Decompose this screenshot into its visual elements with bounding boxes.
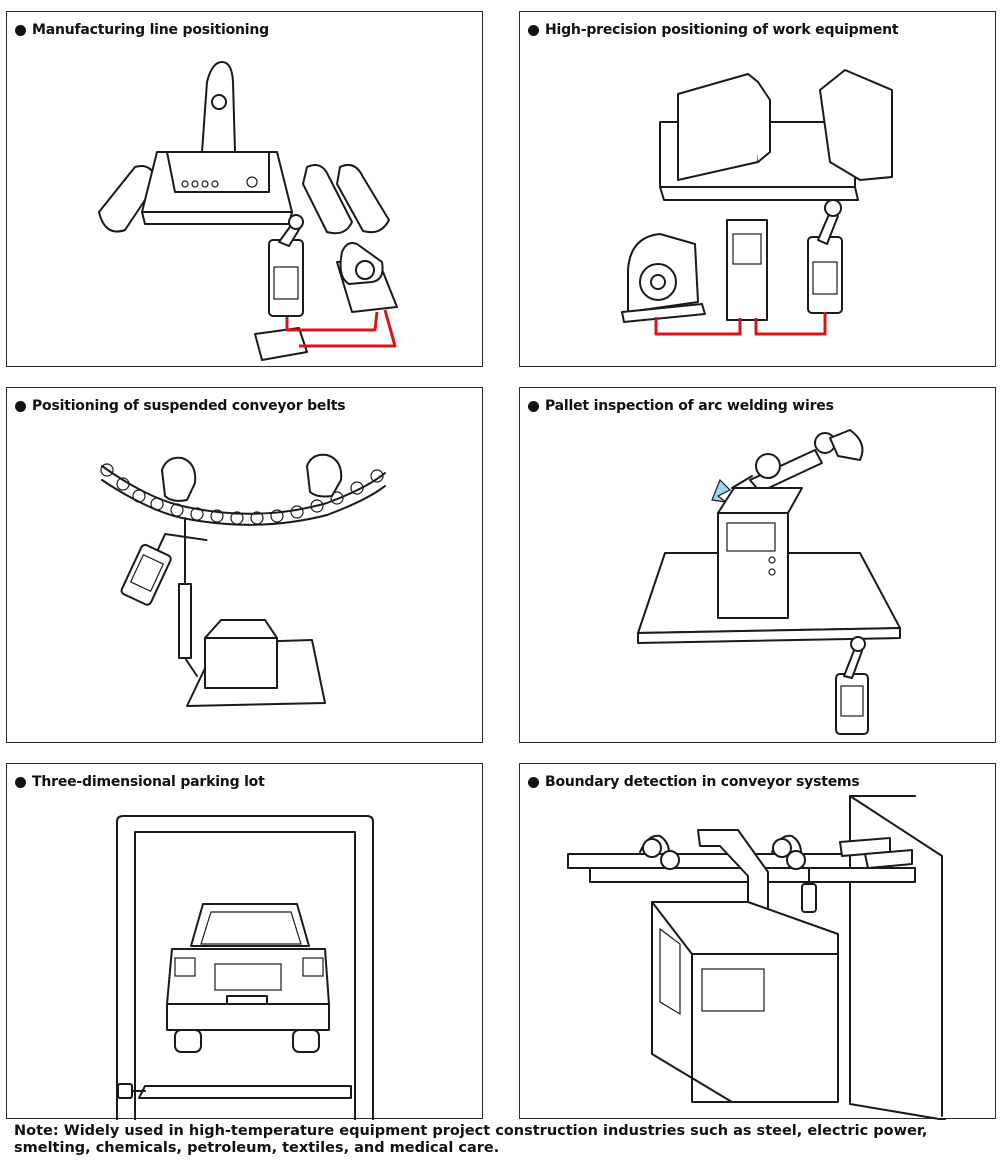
wire — [654, 317, 742, 336]
controller — [726, 219, 768, 321]
panel-title-text: Manufacturing line positioning — [32, 22, 269, 38]
limit-switch-icon — [807, 199, 843, 314]
panel-high-precision: High-precision positioning of work equip… — [519, 11, 996, 367]
motor-icon — [336, 242, 398, 313]
bullet-icon — [528, 24, 539, 36]
panel-title-text: High-precision positioning of work equip… — [545, 22, 899, 38]
panel-title: Boundary detection in conveyor systems — [528, 774, 860, 790]
panel-title-text: Boundary detection in conveyor systems — [545, 774, 860, 790]
panel-suspended-conveyor: Positioning of suspended conveyor belts — [6, 387, 483, 743]
limit-switch-icon — [801, 867, 817, 913]
panel-arc-welding: Pallet inspection of arc welding wires — [519, 387, 996, 743]
panel-title-text: Positioning of suspended conveyor belts — [32, 398, 346, 414]
suspended-conveyor-illustration — [100, 453, 386, 707]
work-equipment-illustration — [621, 69, 893, 336]
limit-switch-icon — [268, 214, 304, 317]
motor-icon — [621, 233, 706, 323]
roller-mid — [302, 164, 353, 235]
panel-title: Manufacturing line positioning — [15, 22, 269, 38]
roller-right — [306, 453, 343, 498]
arc-welding-illustration — [637, 429, 901, 735]
bullet-icon — [15, 400, 26, 412]
cabinet — [651, 901, 839, 1103]
panel-title-text: Pallet inspection of arc welding wires — [545, 398, 834, 414]
arc-spark — [711, 478, 732, 503]
foot-pedal — [254, 327, 308, 361]
panel-title: High-precision positioning of work equip… — [528, 22, 899, 38]
bullet-icon — [15, 776, 26, 788]
rail — [567, 853, 851, 869]
panel-title: Three-dimensional parking lot — [15, 774, 265, 790]
limit-switch-icon — [835, 636, 869, 735]
bullet-icon — [528, 400, 539, 412]
roller-left — [161, 456, 197, 502]
roller-right — [336, 164, 390, 234]
chain — [101, 465, 386, 515]
base-edge — [141, 211, 293, 225]
robot-arm-icon — [731, 429, 864, 493]
frame-outer — [116, 815, 374, 1120]
footnote: Note: Widely used in high-temperature eq… — [14, 1123, 928, 1156]
panel-title-text: Three-dimensional parking lot — [32, 774, 265, 790]
boundary-detection-illustration — [567, 795, 946, 1120]
panel-title: Pallet inspection of arc welding wires — [528, 398, 834, 414]
bullet-icon — [15, 24, 26, 36]
limit-switch-icon — [117, 1083, 146, 1099]
parking-lot-illustration — [116, 815, 374, 1120]
panel-boundary-detection: Boundary detection in conveyor systems — [519, 763, 996, 1120]
panel-parking-lot: Three-dimensional parking lot — [6, 763, 483, 1120]
parking-platform — [138, 1085, 352, 1099]
panel-manufacturing-line: Manufacturing line positioning — [6, 11, 483, 367]
panel-title: Positioning of suspended conveyor belts — [15, 398, 346, 414]
machine-box — [717, 512, 789, 619]
bullet-icon — [528, 776, 539, 788]
frame-inner — [134, 831, 356, 1120]
car-icon — [166, 903, 330, 1053]
manufacturing-line-illustration — [98, 61, 398, 361]
wire — [285, 311, 379, 332]
limit-switch-icon — [120, 533, 208, 606]
